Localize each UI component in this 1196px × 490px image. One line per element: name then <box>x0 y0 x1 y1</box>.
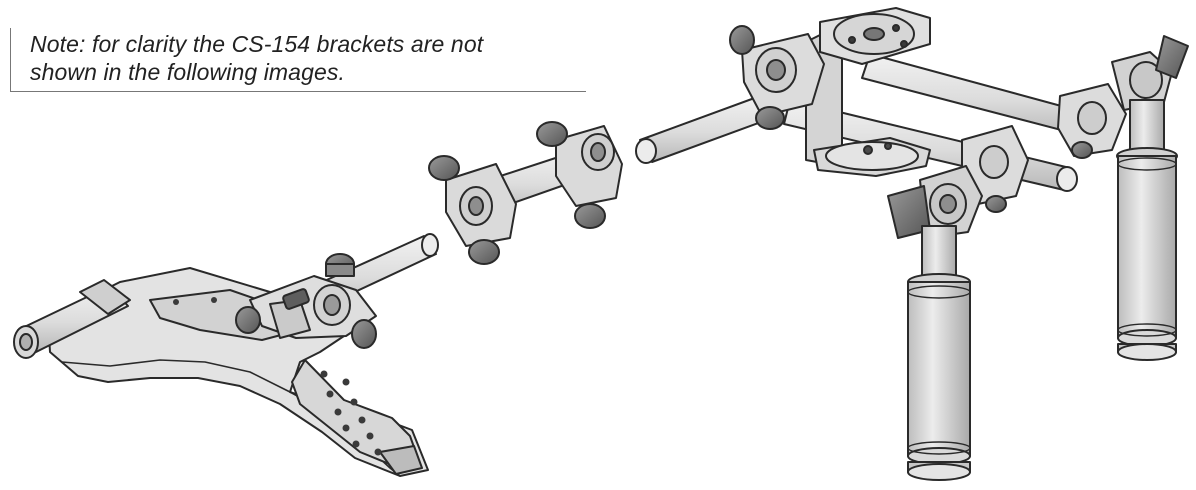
shoulder-pad <box>47 267 429 477</box>
shoulder-knob-right <box>351 319 377 349</box>
camera-plate <box>819 7 931 65</box>
shoulder-clamp <box>249 275 377 339</box>
right-handle-grip <box>1116 99 1178 361</box>
note-text-line-2: shown in the following images. <box>30 59 345 85</box>
extension-bracket <box>428 121 623 265</box>
shoulder-knob-left <box>235 306 261 334</box>
left-handle-clamp <box>887 125 1029 239</box>
note-text-line-1: Note: for clarity the CS-154 brackets ar… <box>30 31 484 57</box>
shoulder-rear-tube <box>13 279 131 359</box>
front-rod-clamp <box>729 25 825 130</box>
baseplate-column <box>805 33 931 177</box>
right-handle-clamp <box>1057 35 1189 159</box>
left-handle-grip <box>907 225 971 481</box>
note-callout: Note: for clarity the CS-154 brackets ar… <box>10 28 586 92</box>
shoulder-knob-top <box>325 253 355 277</box>
front-left-rod <box>635 95 773 164</box>
